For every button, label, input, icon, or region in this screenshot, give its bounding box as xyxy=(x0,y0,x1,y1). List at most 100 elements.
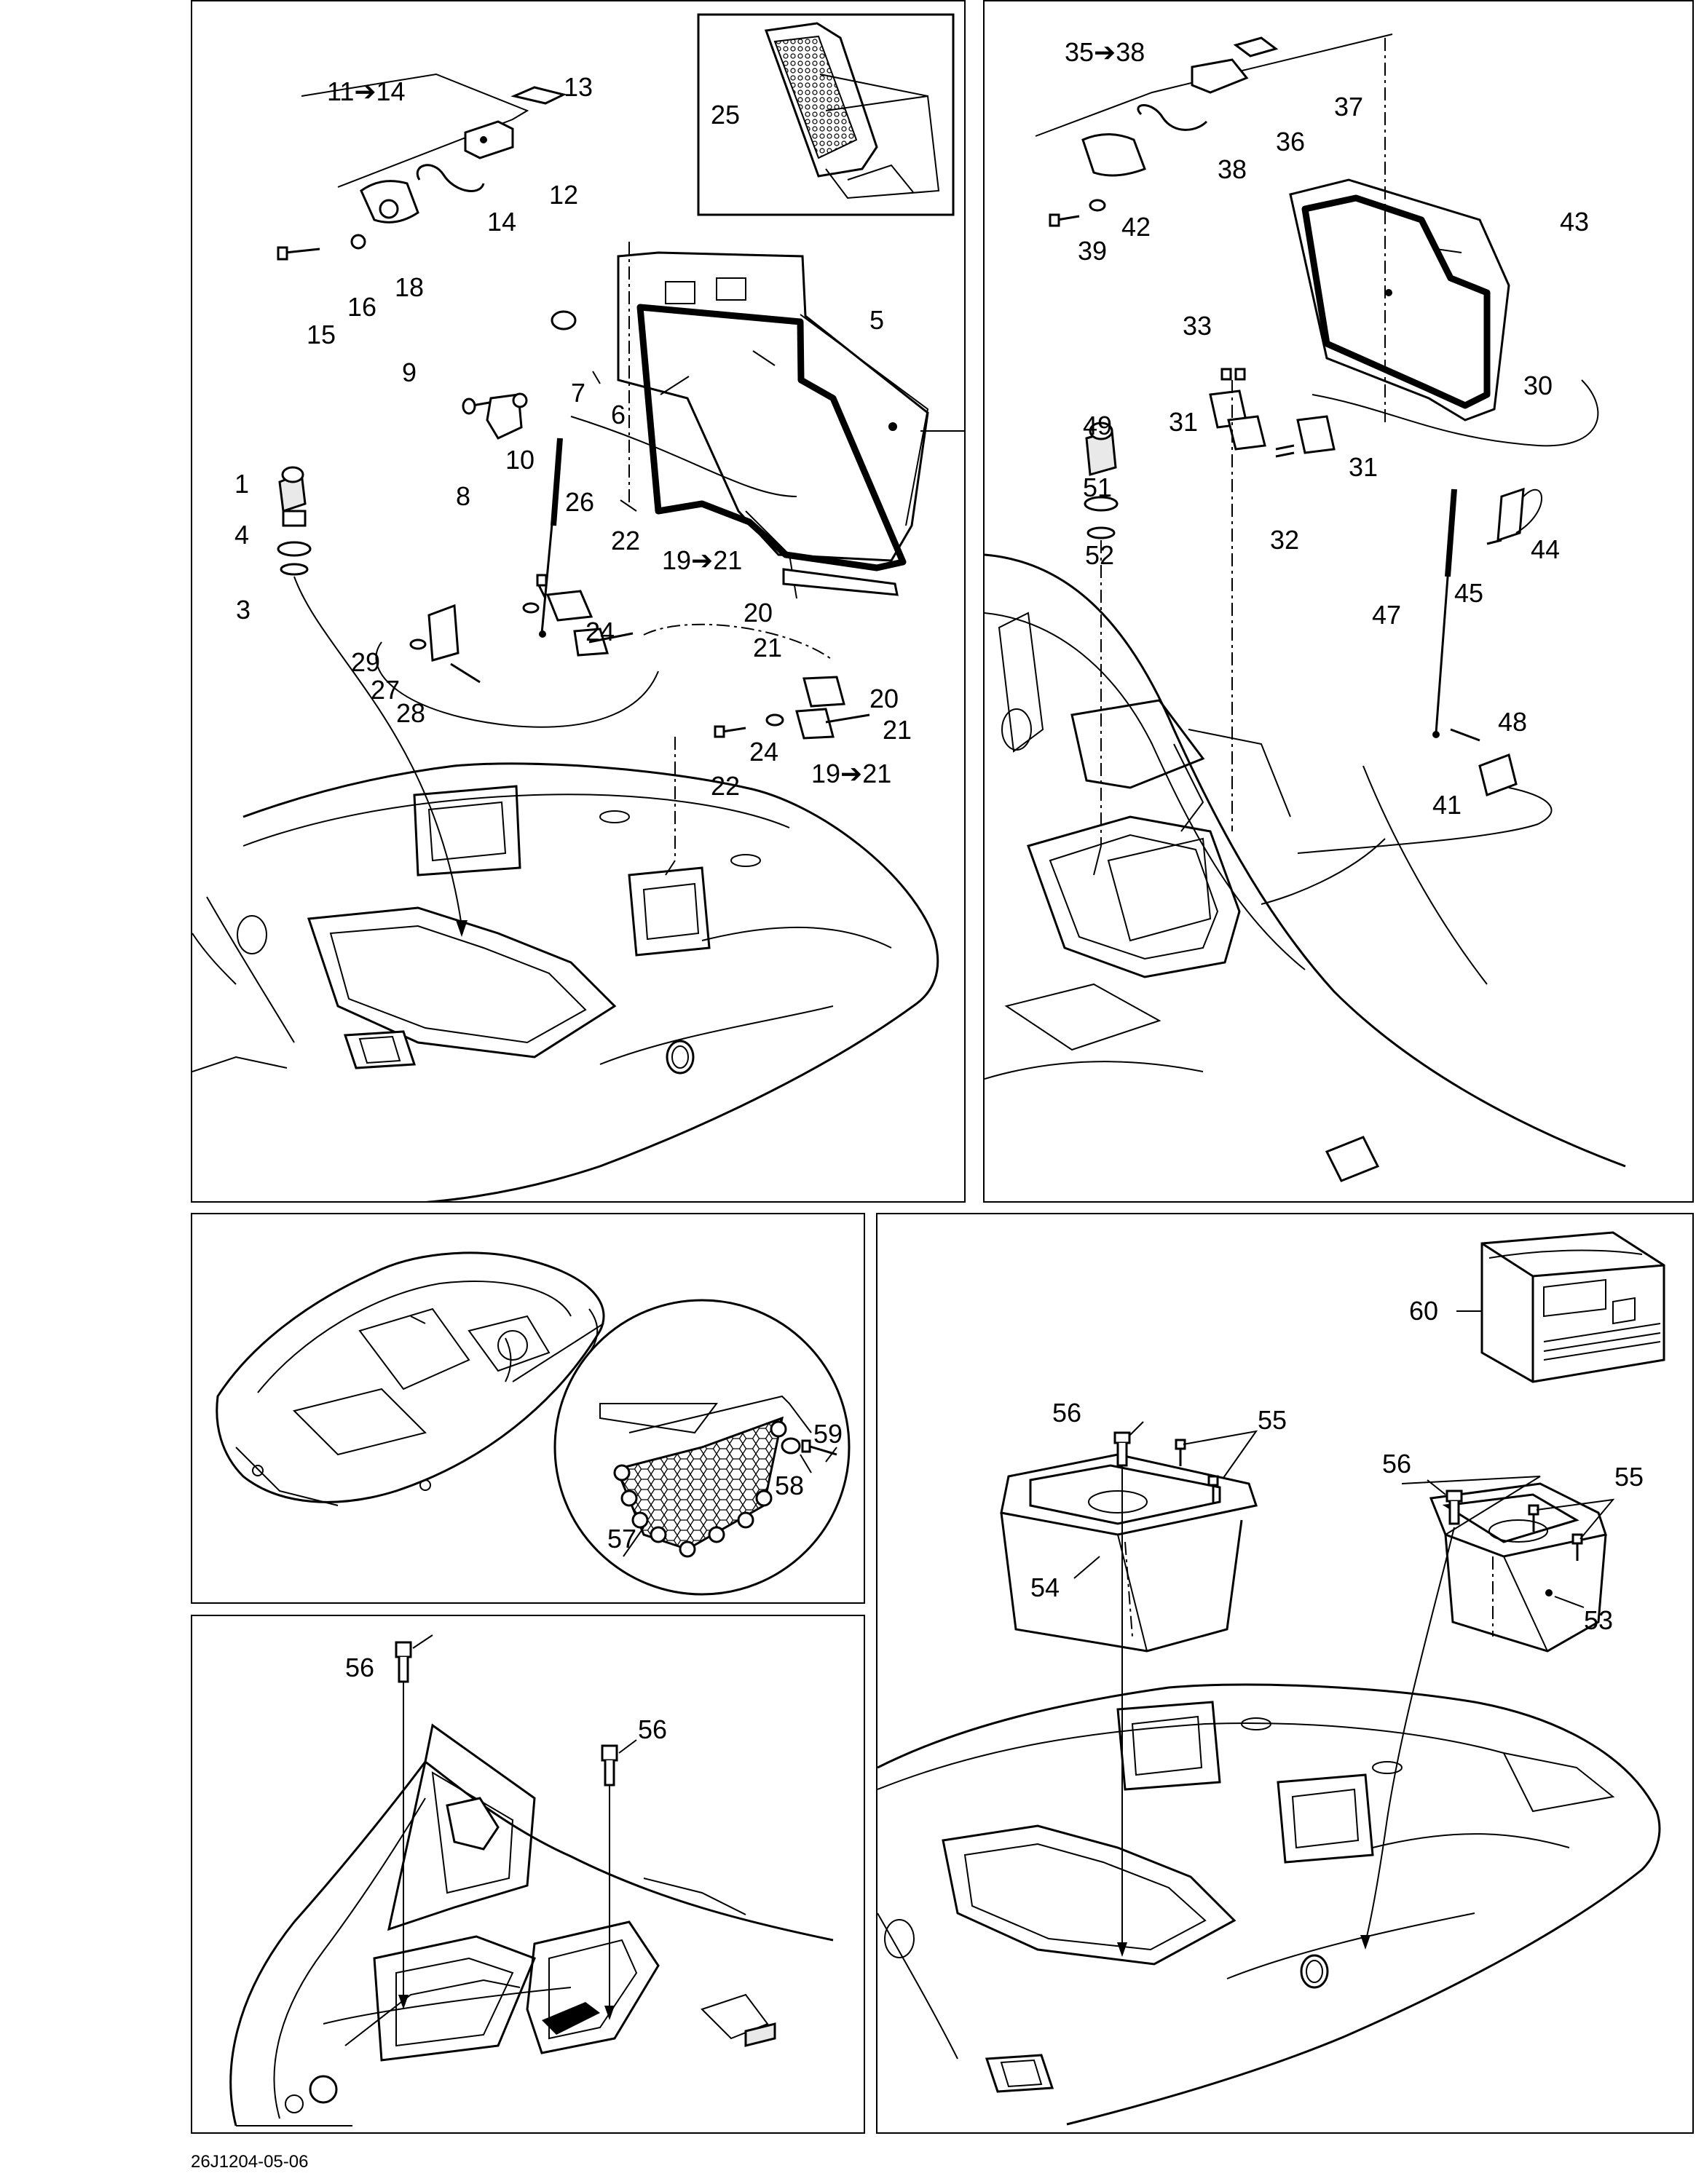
hinge-set-lower xyxy=(714,676,870,740)
inset-frame xyxy=(697,13,955,216)
bin-53 xyxy=(1401,1476,1607,1653)
callout-53: 53 xyxy=(1584,1605,1614,1635)
callout-56-bow-left: 56 xyxy=(345,1653,375,1682)
callout-29: 29 xyxy=(351,647,381,677)
callout-32: 32 xyxy=(1270,525,1300,555)
latch-lever xyxy=(510,86,567,105)
callout-45: 45 xyxy=(1454,578,1484,608)
callout-16: 16 xyxy=(347,292,377,322)
latch-spring xyxy=(416,164,485,192)
callout-25: 25 xyxy=(711,100,741,130)
callout-44: 44 xyxy=(1531,534,1561,564)
hinge-31-upper xyxy=(1209,389,1266,451)
net-detail-drawing xyxy=(216,1251,851,1596)
zoom-circle xyxy=(553,1299,851,1596)
pin-28 xyxy=(450,662,481,684)
latch-housing-right xyxy=(1081,133,1146,177)
rear-hatch-door xyxy=(1289,178,1510,422)
bumper-stack-right xyxy=(1084,422,1119,539)
callout-15: 15 xyxy=(307,320,336,349)
rear-hatch-drawing xyxy=(985,33,1626,1182)
callout-26: 26 xyxy=(565,487,595,517)
washer-42 xyxy=(1089,199,1106,212)
net-57 xyxy=(599,1395,812,1558)
bow-hull xyxy=(229,1723,834,2126)
screw-56-bin-left xyxy=(1113,1431,1131,1444)
callout-48: 48 xyxy=(1498,707,1528,737)
callout-55-right: 55 xyxy=(1614,1462,1644,1492)
callout-10: 10 xyxy=(505,445,535,475)
washer-51 xyxy=(1084,496,1119,512)
nut-58 xyxy=(781,1437,801,1455)
nut-10 xyxy=(512,392,528,408)
callout-43: 43 xyxy=(1560,207,1590,237)
callout-31-upper: 31 xyxy=(1169,407,1199,437)
bracket-27 xyxy=(427,604,460,662)
callout-58: 58 xyxy=(775,1471,805,1500)
hull-bins xyxy=(877,1683,1661,2126)
washer-3 xyxy=(280,563,309,576)
callout-24-upper: 24 xyxy=(585,617,615,646)
bins-drawing xyxy=(877,1231,1665,2126)
latch-lever-37 xyxy=(1233,36,1279,58)
hinge-plate-8 xyxy=(486,393,523,440)
latch-plate xyxy=(464,120,514,159)
callout-9: 9 xyxy=(402,357,417,387)
callout-21-lower: 21 xyxy=(883,715,912,745)
hull-glovebox xyxy=(192,762,939,1201)
bracket-44 xyxy=(1496,487,1525,542)
callout-8: 8 xyxy=(456,481,471,511)
bumper-stack xyxy=(277,466,312,576)
arrow-bumper-to-hull xyxy=(293,576,462,927)
figure-code: 26J1204-05-06 xyxy=(191,2152,309,2172)
screw-15 xyxy=(285,248,320,254)
callout-59: 59 xyxy=(813,1419,843,1449)
callout-42: 42 xyxy=(1121,212,1151,242)
callout-24-lower: 24 xyxy=(749,737,779,767)
callout-55-left: 55 xyxy=(1258,1405,1287,1435)
bin-54 xyxy=(1000,1453,1258,1653)
callout-54: 54 xyxy=(1030,1572,1060,1602)
callout-20-upper: 20 xyxy=(744,598,773,628)
callout-27: 27 xyxy=(371,675,401,705)
callout-13: 13 xyxy=(564,72,593,102)
callout-5: 5 xyxy=(869,305,885,335)
latch-plate-36 xyxy=(1191,58,1249,94)
cooler-60 xyxy=(1480,1231,1665,1383)
callout-11-14: 11➔14 xyxy=(327,76,406,106)
hatch-door xyxy=(617,251,929,599)
callout-57: 57 xyxy=(607,1524,637,1554)
callout-3: 3 xyxy=(236,595,251,625)
craft-overview xyxy=(216,1251,605,1506)
callout-52: 52 xyxy=(1085,540,1115,570)
callout-14: 14 xyxy=(487,207,517,237)
net-detail-panel: 59 58 57 xyxy=(191,1213,865,1604)
hinge-31-lower xyxy=(1296,415,1336,454)
glovebox-panel: 11➔14 13 12 14 18 16 15 25 5 6 7 9 10 8 … xyxy=(191,0,966,1203)
washer-52 xyxy=(1086,526,1116,539)
callout-1: 1 xyxy=(234,469,250,499)
callout-41: 41 xyxy=(1432,790,1462,820)
bracket-41 xyxy=(1478,753,1518,796)
callout-28: 28 xyxy=(396,698,426,728)
callout-51: 51 xyxy=(1083,472,1113,502)
callout-6: 6 xyxy=(611,400,626,430)
callout-39: 39 xyxy=(1078,236,1108,266)
hinge-set-upper xyxy=(522,574,634,657)
glovebox-drawing xyxy=(192,13,964,1201)
callout-33: 33 xyxy=(1183,311,1212,341)
callout-38: 38 xyxy=(1218,154,1247,184)
screw-56-bin-right xyxy=(1445,1489,1463,1503)
callout-21-upper: 21 xyxy=(753,633,783,662)
callout-12: 12 xyxy=(549,180,579,210)
screw-55-b xyxy=(1207,1475,1219,1487)
callout-56-bin-left: 56 xyxy=(1052,1398,1082,1428)
callout-22-upper: 22 xyxy=(611,526,641,555)
washer-29 xyxy=(409,638,427,650)
washer-4 xyxy=(277,541,312,557)
bow-drawing xyxy=(229,1634,834,2126)
callout-18: 18 xyxy=(395,272,425,302)
spring-38 xyxy=(1137,104,1208,131)
rear-hatch-panel: 35➔38 37 36 38 42 39 43 33 30 49 31 31 5… xyxy=(983,0,1694,1203)
callout-22-lower: 22 xyxy=(711,771,741,801)
